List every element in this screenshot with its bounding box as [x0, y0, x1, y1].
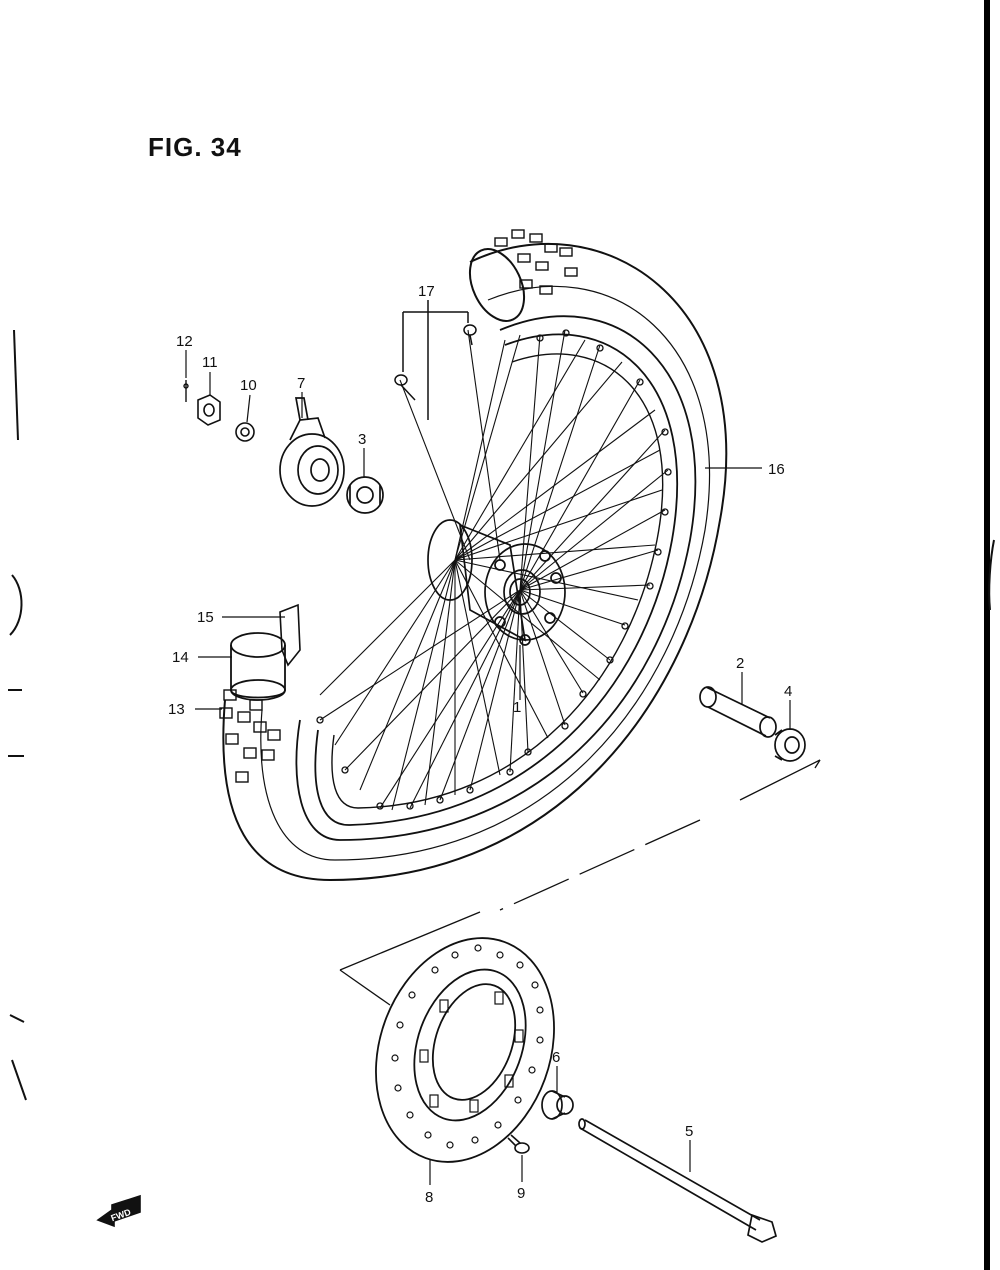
- callout-5: 5: [685, 1123, 693, 1140]
- callout-7: 7: [297, 375, 305, 392]
- callout-11: 11: [202, 354, 218, 371]
- callout-3: 3: [358, 431, 366, 448]
- page-edge-bar: [984, 0, 990, 1270]
- inner-tube: [230, 632, 286, 701]
- callout-12: 12: [176, 333, 193, 350]
- front-axle: [578, 1118, 778, 1243]
- cotter-pin: [183, 380, 189, 402]
- callout-17: 17: [418, 283, 435, 300]
- leader-lines: [185, 350, 791, 1185]
- callout-8: 8: [425, 1189, 433, 1206]
- spacer: [699, 686, 777, 738]
- callout-2: 2: [736, 655, 744, 672]
- brake-disc: [375, 937, 555, 1163]
- bearing-left: [346, 476, 384, 514]
- hub: [427, 519, 566, 646]
- callout-15: 15: [197, 609, 214, 626]
- rim: [314, 333, 678, 826]
- tire: [219, 229, 728, 882]
- washer: [235, 422, 255, 442]
- spoke-set-parts: [394, 300, 477, 420]
- callout-4: 4: [784, 683, 792, 700]
- callout-14: 14: [172, 649, 189, 666]
- callout-10: 10: [240, 377, 257, 394]
- callout-13: 13: [168, 701, 185, 718]
- callout-1: 1: [513, 699, 521, 716]
- callout-16: 16: [768, 461, 785, 478]
- callout-6: 6: [552, 1049, 560, 1066]
- spokes: [319, 329, 669, 811]
- forward-arrow-icon: [96, 1194, 141, 1228]
- collar: [541, 1090, 574, 1120]
- callout-labels: 1 2 3 4 5 6 7 8 9 10 11 12 13 14 15 16 1…: [109, 283, 792, 1223]
- figure-title: FIG. 34: [148, 132, 242, 162]
- rim-band: [279, 603, 301, 667]
- assembly-axis-lines: [339, 759, 821, 1006]
- axle-nut: [197, 394, 221, 426]
- disc-bolt: [507, 1134, 530, 1154]
- scan-artifacts: [8, 329, 995, 1101]
- speedometer-gearbox: [279, 397, 345, 507]
- spoke-nipples: [316, 329, 672, 810]
- callout-9: 9: [517, 1185, 525, 1202]
- bearing-right: [774, 728, 806, 762]
